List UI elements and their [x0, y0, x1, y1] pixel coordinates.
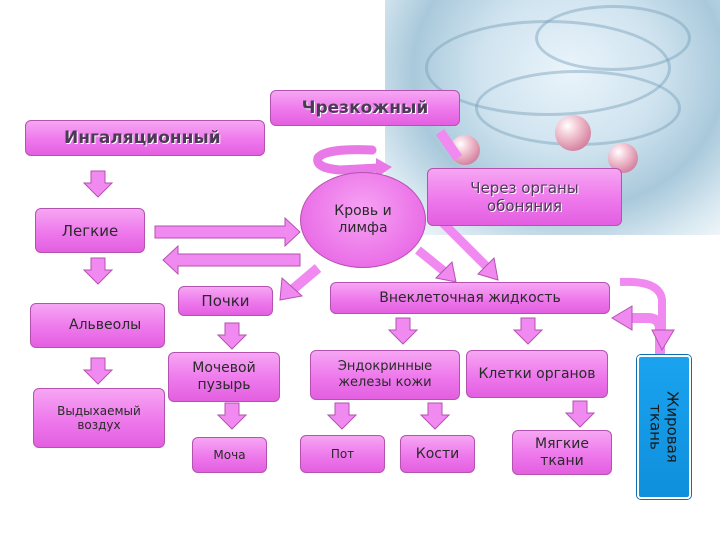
node-skin-glands: Эндокринные железы кожи	[310, 350, 460, 400]
node-olfactory-label: Через органы обоняния	[470, 179, 579, 215]
arrow-icon	[630, 313, 665, 360]
arrow-icon	[217, 402, 247, 430]
arrow-icon	[327, 402, 357, 430]
arrow-icon	[388, 317, 418, 345]
node-sweat: Пот	[300, 435, 385, 473]
node-blood-lymph: Кровь и лимфа	[300, 172, 426, 268]
arrow-icon	[651, 329, 675, 352]
arrow-icon	[154, 216, 301, 248]
arrow-icon	[434, 260, 457, 283]
node-lungs: Легкие	[35, 208, 145, 253]
node-organ-cells: Клетки органов	[466, 350, 608, 398]
arrow-icon	[611, 305, 633, 331]
node-urine: Моча	[192, 437, 267, 473]
node-soft-tissue-label: Мягкие ткани	[534, 435, 590, 469]
node-transdermal-label: Чрезкожный	[301, 97, 429, 118]
wave-shape	[535, 5, 691, 71]
node-inhalation: Ингаляционный	[25, 120, 265, 156]
node-extracellular-label: Внеклеточная жидкость	[379, 289, 561, 306]
arrow-icon	[217, 322, 247, 350]
node-bones: Кости	[400, 435, 475, 473]
node-fat-tissue-label: Жировая ткань	[647, 391, 682, 463]
node-kidneys-label: Почки	[201, 292, 250, 310]
arrow-icon	[313, 145, 383, 175]
node-fat-tissue: Жировая ткань	[637, 355, 691, 499]
node-urine-label: Моча	[213, 447, 246, 462]
node-bladder: Мочевой пузырь	[168, 352, 280, 402]
arrow-icon	[513, 317, 543, 345]
arrow-icon	[619, 277, 666, 340]
arrow-icon	[477, 256, 499, 281]
arrow-icon	[279, 276, 304, 301]
node-lungs-label: Легкие	[61, 221, 119, 240]
node-bladder-label: Мочевой пузырь	[192, 360, 256, 393]
arrow-icon	[288, 264, 322, 294]
node-alveoli-label: Альвеолы	[69, 317, 142, 334]
node-transdermal: Чрезкожный	[270, 90, 460, 126]
node-exhaled-air-label: Выдыхаемый воздух	[57, 403, 141, 432]
arrow-icon	[436, 216, 492, 272]
node-bones-label: Кости	[415, 445, 460, 462]
node-extracellular: Внеклеточная жидкость	[330, 282, 610, 314]
node-blood-lymph-label: Кровь и лимфа	[334, 203, 392, 236]
arrow-icon	[83, 257, 113, 285]
node-alveoli: Альвеолы	[30, 303, 165, 348]
arrow-icon	[565, 400, 595, 428]
arrow-icon	[83, 170, 113, 198]
arrow-icon	[415, 246, 448, 276]
node-soft-tissue: Мягкие ткани	[512, 430, 612, 475]
arrow-icon	[435, 129, 463, 161]
node-exhaled-air: Выдыхаемый воздух	[33, 388, 165, 448]
node-olfactory: Через органы обоняния	[427, 168, 622, 226]
node-skin-glands-label: Эндокринные железы кожи	[337, 359, 433, 390]
arrow-icon	[420, 402, 450, 430]
arrow-icon	[162, 244, 301, 276]
node-inhalation-label: Ингаляционный	[64, 127, 221, 148]
node-sweat-label: Пот	[330, 446, 355, 461]
pearl-icon	[555, 115, 591, 151]
arrow-icon	[83, 357, 113, 385]
node-organ-cells-label: Клетки органов	[478, 365, 596, 382]
node-kidneys: Почки	[178, 286, 273, 316]
